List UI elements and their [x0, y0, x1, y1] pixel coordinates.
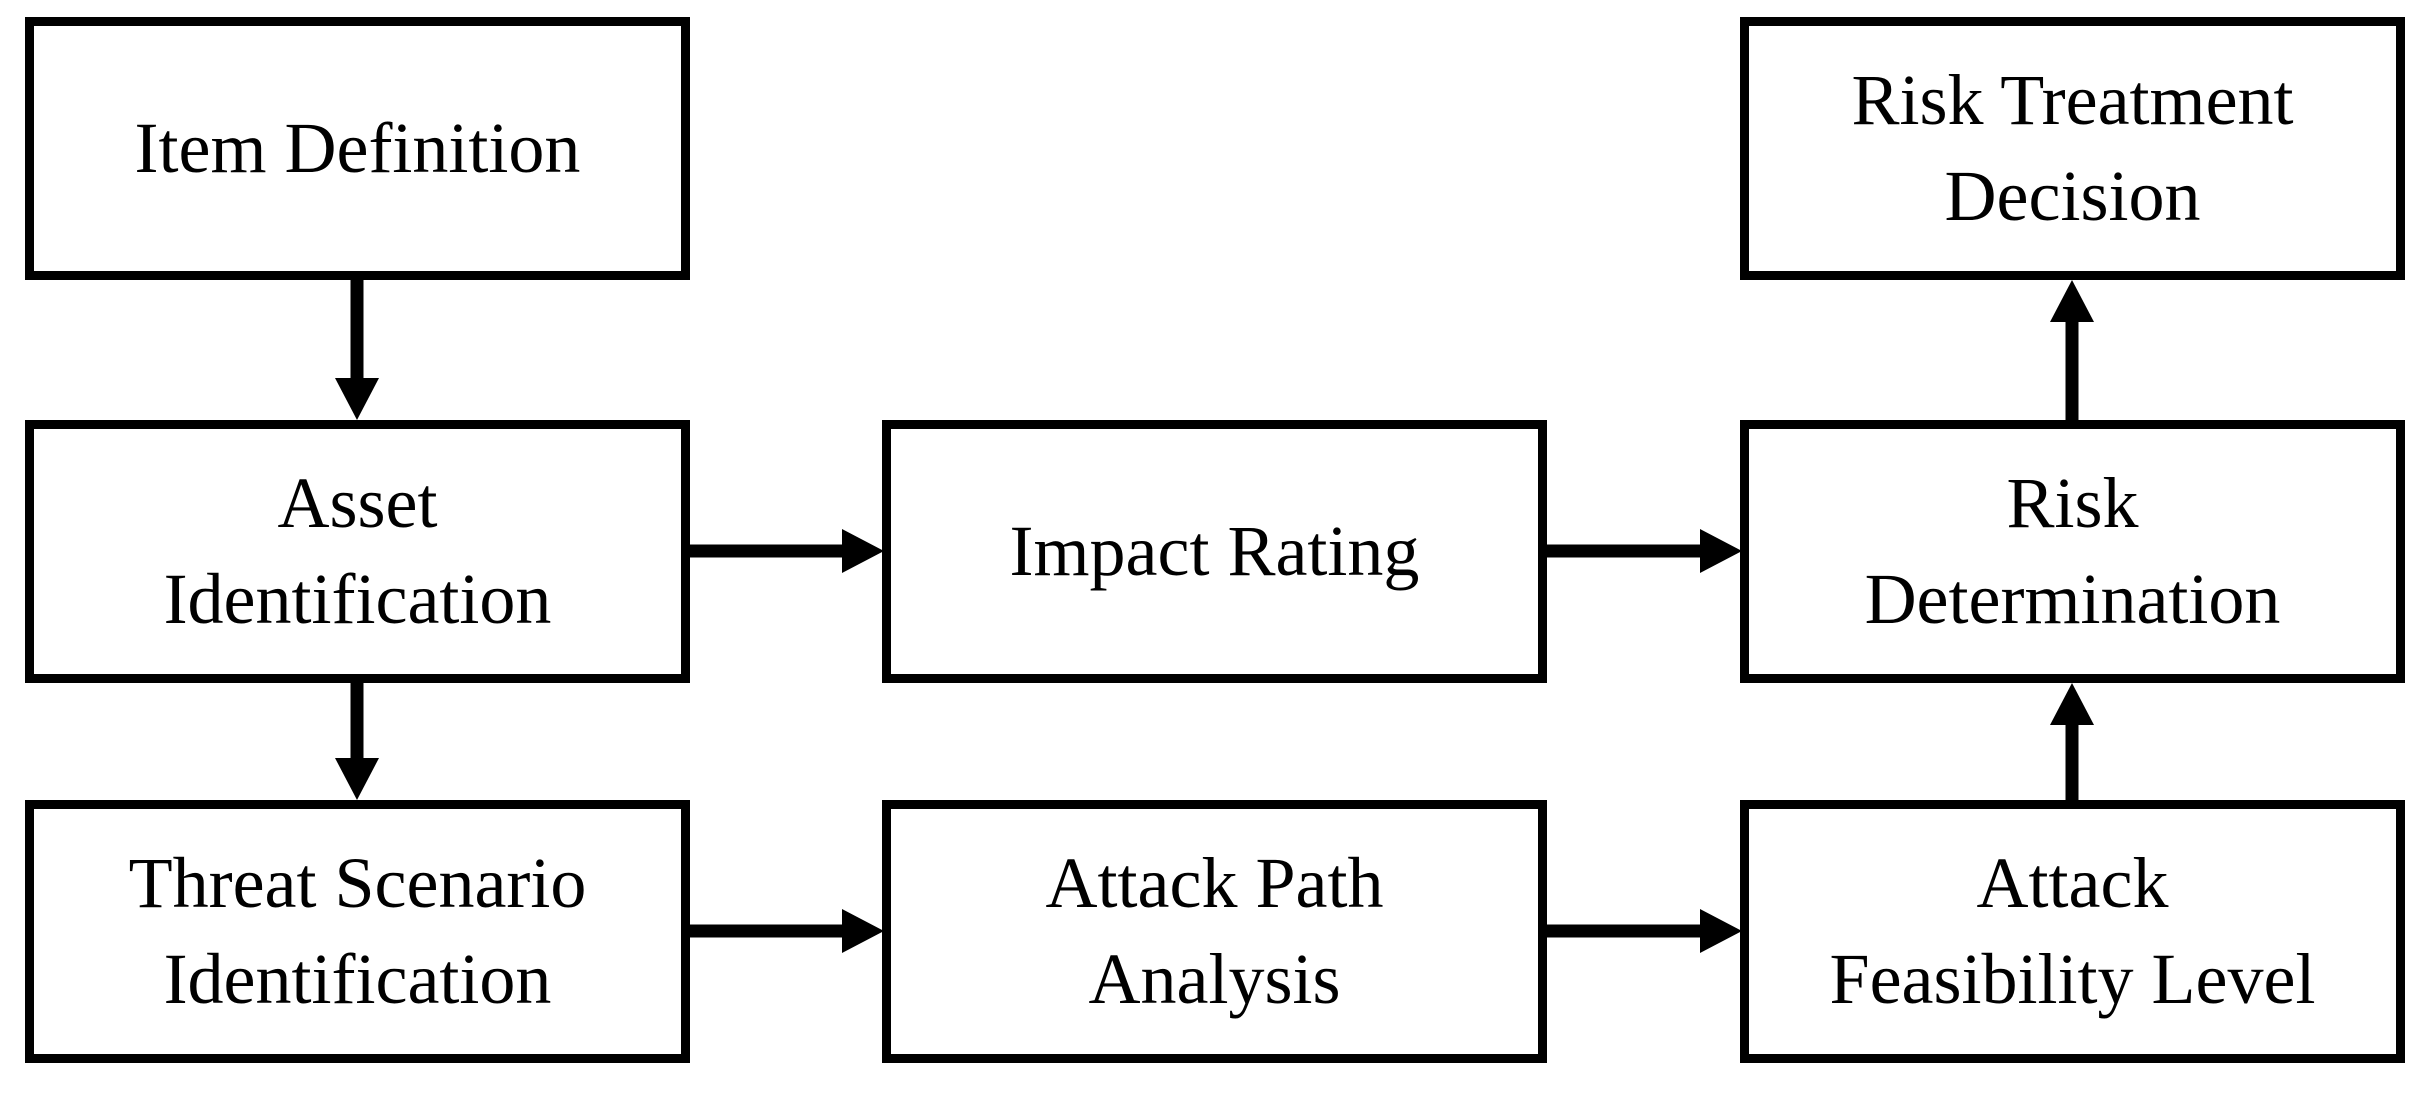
node-risk-determination: Risk Determination	[1740, 420, 2405, 683]
node-label-line: Decision	[1944, 155, 2201, 236]
node-label-line: Determination	[1864, 558, 2281, 639]
edge-attack-feasibility-level-to-risk-determination	[2050, 683, 2094, 802]
node-label-line: Attack Path	[1045, 843, 1384, 924]
node-label-line: Item Definition	[134, 107, 581, 188]
node-label-line: Analysis	[1088, 938, 1341, 1019]
node-label-line: Feasibility Level	[1829, 938, 2316, 1019]
node-label-line: Risk	[2006, 463, 2139, 544]
edge-asset-identification-to-impact-rating	[688, 529, 884, 573]
node-item-definition: Item Definition	[25, 17, 690, 280]
edge-item-definition-to-asset-identification	[335, 278, 379, 420]
node-asset-identification: Asset Identification	[25, 420, 690, 683]
node-attack-feasibility-level: Attack Feasibility Level	[1740, 800, 2405, 1063]
node-threat-scenario-identification: Threat Scenario Identification	[25, 800, 690, 1063]
node-label-line: Identification	[163, 938, 552, 1019]
edge-risk-determination-to-risk-treatment-decision	[2050, 280, 2094, 422]
node-impact-rating: Impact Rating	[882, 420, 1547, 683]
node-label-line: Threat Scenario	[128, 843, 587, 924]
edge-impact-rating-to-risk-determination	[1545, 529, 1742, 573]
node-label-line: Attack	[1976, 843, 2169, 924]
node-label-line: Risk Treatment	[1851, 60, 2294, 141]
edge-asset-identification-to-threat-scenario-identification	[335, 681, 379, 800]
edge-threat-scenario-identification-to-attack-path-analysis	[688, 909, 884, 953]
node-risk-treatment-decision: Risk Treatment Decision	[1740, 17, 2405, 280]
edge-attack-path-analysis-to-attack-feasibility-level	[1545, 909, 1742, 953]
node-label-line: Asset	[277, 463, 438, 544]
node-label-line: Impact Rating	[1009, 510, 1420, 591]
node-attack-path-analysis: Attack Path Analysis	[882, 800, 1547, 1063]
node-label-line: Identification	[163, 558, 552, 639]
